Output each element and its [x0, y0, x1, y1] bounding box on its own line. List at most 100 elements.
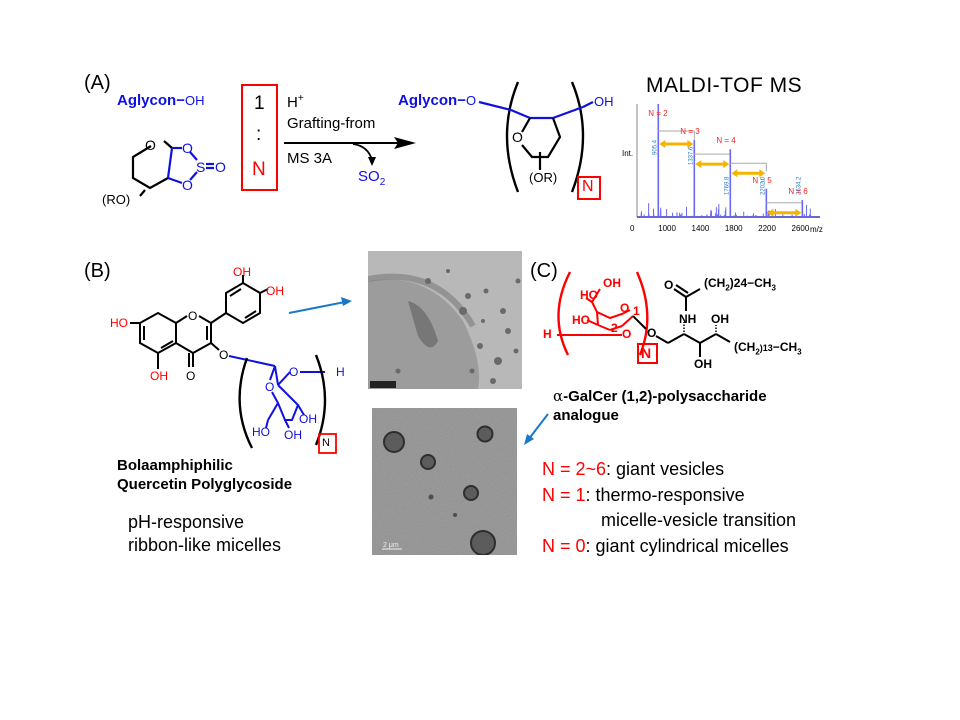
sulfite-o1: O [182, 140, 193, 156]
galcer-oh-top: OH [711, 312, 729, 326]
monomer-ro: (RO) [102, 192, 131, 207]
ms-peak-n-label: N = 5 [752, 176, 772, 185]
chain2-ch: (CH [734, 340, 756, 354]
product-aglycon-text: Aglycon [398, 92, 458, 109]
quercetin-oh-3p: OH [233, 265, 251, 279]
chain2-sub: 2 [755, 347, 760, 357]
ms-spacing-bracket [730, 162, 767, 172]
monomer-ring-o: O [145, 137, 156, 153]
ms-x-tick-label: 1800 [725, 224, 743, 233]
galcer-title-line2: analogue [553, 407, 619, 424]
arrow-to-em2 [524, 434, 534, 445]
ms-title: MALDI-TOF MS [646, 74, 803, 97]
galcer-nh: NH [679, 312, 697, 326]
result-value: : giant cylindrical micelles [585, 535, 789, 556]
galcer-terminal-h: H [543, 327, 552, 341]
condition-additive: MS 3A [287, 150, 333, 167]
ms-peak-mz-label: 905.4 [652, 139, 658, 155]
ms-x-tick-label: 1400 [692, 224, 710, 233]
em-image-ribbon-micelles [368, 251, 522, 389]
galcer-sugar-oh: OH [603, 276, 621, 290]
ms-x-tick-label: 2200 [758, 224, 776, 233]
result-key: N = 1 [542, 484, 586, 505]
quercetin-oh-4p: OH [266, 284, 284, 298]
alpha-symbol: α [553, 387, 564, 405]
ms-spacing-arrowhead-left [659, 140, 666, 148]
ms-peak-n-label: N = 4 [716, 136, 736, 145]
panel-a-label: (A) [84, 72, 111, 94]
galcer-pos-1: 1 [633, 304, 640, 318]
chain2-count: )13 [759, 343, 773, 353]
quercetin-desc-line1: pH-responsive [128, 512, 245, 532]
ratio-colon: : [256, 124, 262, 145]
ms-peak-n-label: N = 6 [788, 187, 808, 196]
ms-xlabel: m/z [810, 225, 823, 234]
ratio-n: N [252, 159, 266, 180]
result-cylindrical: N = 0: giant cylindrical micelles [542, 534, 796, 560]
result-key: N = 0 [542, 535, 586, 556]
ms-spacing-arrowhead-left [767, 208, 774, 217]
galcer-repeat-n: N [641, 345, 652, 361]
sugar-ho: HO [252, 425, 270, 439]
result-thermo: N = 1: thermo-responsive [542, 483, 796, 509]
so2-release-arrow [368, 157, 376, 166]
ms-ylabel: Int. [622, 149, 633, 158]
quercetin-repeat-n: N [322, 437, 330, 449]
quercetin-oh-5: OH [150, 369, 168, 383]
sugar-o: O [289, 365, 299, 379]
quercetin-title: Bolaamphiphilic Quercetin Polyglycoside [117, 456, 292, 494]
ms-spacing-arrowhead-right [723, 160, 730, 169]
galcer-results: N = 2~6: giant vesicles N = 1: thermo-re… [542, 457, 796, 559]
chain1-sub: 2 [725, 283, 730, 293]
product-repeat-box [577, 176, 601, 200]
ms-spacing-arrowhead-right [687, 140, 694, 148]
result-value: : giant vesicles [606, 459, 725, 479]
galcer-title: α-GalCer (1,2)-polysaccharide analogue [553, 387, 767, 425]
ratio-one: 1 [254, 93, 265, 114]
terminal-h: H [336, 365, 345, 379]
product-brackets [505, 81, 585, 193]
result-vesicles: N = 2~6: giant vesicles [542, 457, 796, 483]
acid-h: H [287, 94, 298, 111]
so2-sub: 2 [379, 177, 386, 188]
quercetin-ring-o: O [188, 309, 198, 323]
sulfite-o-double: O [215, 159, 226, 175]
result-value: : thermo-responsive [585, 484, 745, 505]
quercetin-ho-7: HO [110, 316, 128, 330]
chain1-end-sub: 3 [771, 283, 776, 293]
quercetin-repeat-box [318, 433, 337, 454]
ms-peak-n-label: N = 2 [648, 109, 668, 118]
em2-scale-bar: 2 μm [383, 542, 399, 549]
ms-spacing-arrowhead-left [731, 169, 738, 178]
condition-method: Grafting-from [287, 115, 376, 132]
panel-b-label: (B) [84, 260, 111, 282]
ms-x-tick-label: 1000 [658, 224, 676, 233]
result-value: micelle-vesicle transition [601, 510, 797, 530]
oh-text: OH [184, 93, 205, 108]
galcer-title-line1: -GalCer (1,2)-polysaccharide [563, 388, 767, 405]
ratio-box [241, 84, 278, 191]
ms-x-tick-label: 0 [630, 224, 635, 233]
product-oh: OH [594, 94, 614, 109]
sugar-ring-o: O [265, 380, 275, 394]
product-o-text: O [465, 93, 477, 108]
sugar-oh-2: OH [284, 428, 302, 442]
chain1-ch: (CH [704, 276, 726, 290]
result-key: N = 2~6 [542, 459, 607, 479]
ms-spacing-bracket [658, 130, 695, 144]
galcer-oh-bottom: OH [694, 357, 712, 371]
chain1-count: )24 [729, 276, 748, 290]
galcer-sugar-ring-o: O [620, 301, 630, 315]
product-aglycon: Aglycon−O [398, 92, 477, 109]
ms-x-tick-label: 2600 [792, 224, 810, 233]
sulfite-s: S [196, 159, 205, 175]
product-repeat-n: N [582, 178, 594, 195]
result-transition: micelle-vesicle transition [542, 508, 796, 534]
acid-plus: + [297, 93, 304, 104]
aglycon-text: Aglycon [117, 92, 177, 109]
ms-peak-mz-label: 1769.8 [724, 176, 730, 195]
em-image-giant-vesicles: 2 μm [372, 408, 517, 555]
quercetin-desc-line2: ribbon-like micelles [128, 535, 282, 555]
